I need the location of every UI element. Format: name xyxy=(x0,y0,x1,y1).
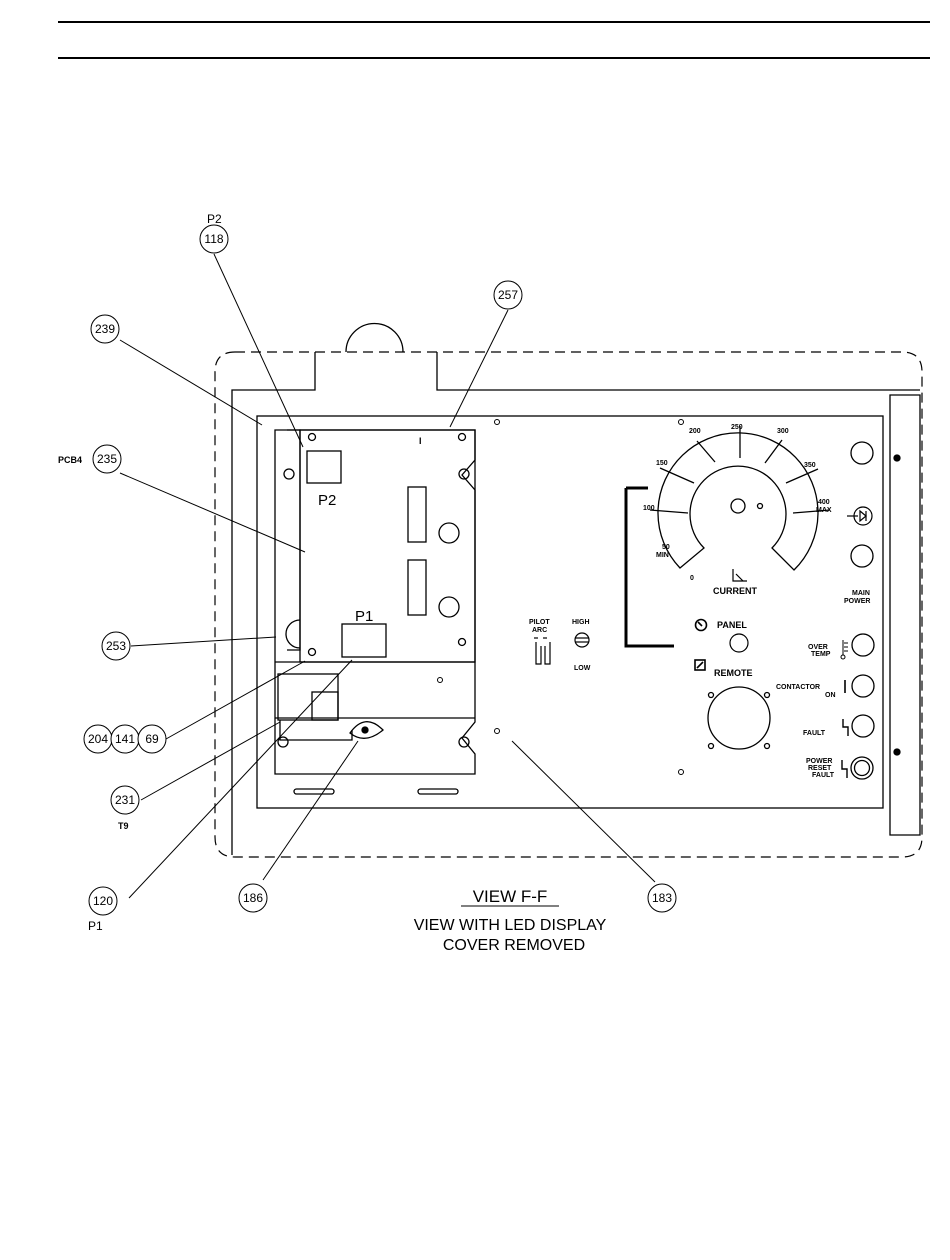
view-caption-line1: VIEW WITH LED DISPLAY xyxy=(414,917,607,934)
fault-icon xyxy=(843,719,848,736)
pilot-arc-label-line2: ARC xyxy=(532,627,547,634)
remote-label: REMOTE xyxy=(714,668,753,678)
dial-tick-max: MAX xyxy=(816,507,832,514)
callout-118-tag: P2 xyxy=(207,212,222,226)
callout-120-tag: P1 xyxy=(88,919,103,933)
dial-tick-350: 350 xyxy=(804,462,816,469)
indicator-column xyxy=(851,442,874,779)
callout-204-number: 204 xyxy=(88,732,108,746)
pilot-arc-label-line1: PILOT xyxy=(529,619,550,626)
callout-204: 204 xyxy=(84,725,112,753)
indicator-top xyxy=(851,442,873,464)
dial-tick-0: 0 xyxy=(690,575,694,582)
board-capacitor-2 xyxy=(439,597,459,617)
dial-tick-100: 100 xyxy=(643,505,655,512)
pilot-arc-icon xyxy=(534,638,550,664)
callout-120: 120 P1 xyxy=(88,887,117,933)
over-temp-label-line1: OVER xyxy=(808,644,828,651)
board-side-cutout xyxy=(286,620,300,648)
board-component-1 xyxy=(408,487,426,542)
callout-239-number: 239 xyxy=(95,322,115,336)
connector-p2-block xyxy=(307,451,341,483)
dial-tick-400: 400 xyxy=(818,499,830,506)
callout-257: 257 xyxy=(494,281,522,309)
over-temp-label-line2: TEMP xyxy=(811,651,831,658)
connector-p1-label: P1 xyxy=(355,608,373,625)
leader-lines xyxy=(120,254,655,898)
pcb4-circuit-board xyxy=(286,430,475,662)
dial-tick-200: 200 xyxy=(689,428,701,435)
callout-235-number: 235 xyxy=(97,452,117,466)
dial-tick-150: 150 xyxy=(656,460,668,467)
callout-231: 231 T9 xyxy=(111,786,139,831)
callout-183-number: 183 xyxy=(652,891,672,905)
board-marker: I xyxy=(419,436,422,446)
power-reset-fault-label-line3: FAULT xyxy=(812,772,835,779)
callout-253: 253 xyxy=(102,632,130,660)
transformer-t9 xyxy=(278,674,383,740)
current-dial xyxy=(626,426,830,646)
callout-183: 183 xyxy=(648,884,676,912)
fault-label: FAULT xyxy=(803,730,826,737)
thermometer-icon xyxy=(841,640,848,659)
panel-icon xyxy=(696,620,707,631)
panel-remote-selector xyxy=(730,634,748,652)
board-component-2 xyxy=(408,560,426,615)
callout-186-number: 186 xyxy=(243,891,263,905)
dial-knob xyxy=(731,499,745,513)
contactor-on-label-line1: CONTACTOR xyxy=(776,684,820,691)
callout-118: P2 118 xyxy=(200,212,228,253)
view-title: VIEW F-F xyxy=(473,887,548,906)
power-reset-fault-icon xyxy=(842,760,847,778)
callout-141-number: 141 xyxy=(115,732,135,746)
connector-p2-label: P2 xyxy=(318,492,336,509)
power-reset-fault-label-line1: POWER xyxy=(806,758,832,765)
contactor-on-lamp xyxy=(852,675,874,697)
remote-receptacle xyxy=(708,687,770,749)
callout-235: PCB4 235 xyxy=(58,445,121,473)
dial-tick-300: 300 xyxy=(777,428,789,435)
dial-tick-250: 250 xyxy=(731,424,743,431)
panel-label: PANEL xyxy=(717,620,747,630)
callout-141: 141 xyxy=(111,725,139,753)
callout-239: 239 xyxy=(91,315,119,343)
callout-186: 186 xyxy=(239,884,267,912)
led-cover-outline xyxy=(215,352,922,857)
current-label: CURRENT xyxy=(713,586,758,596)
callout-120-number: 120 xyxy=(93,894,113,908)
high-label: HIGH xyxy=(572,619,590,626)
callout-231-number: 231 xyxy=(115,793,135,807)
callout-235-tag: PCB4 xyxy=(58,455,82,465)
remote-icon xyxy=(695,660,705,670)
power-reset-fault-label-line2: RESET xyxy=(808,765,832,772)
dial-tick-50: 50 xyxy=(662,544,670,551)
callout-231-tag: T9 xyxy=(118,821,129,831)
contactor-on-label-line2: ON xyxy=(825,692,836,699)
callout-69-number: 69 xyxy=(145,732,159,746)
callout-118-number: 118 xyxy=(204,232,223,246)
low-label: LOW xyxy=(574,665,591,672)
dial-tick-min: MIN xyxy=(656,552,669,559)
view-caption-line2: COVER REMOVED xyxy=(443,937,585,954)
front-panel-plate xyxy=(257,416,883,808)
over-temp-lamp xyxy=(852,634,874,656)
main-power-label-line1: MAIN xyxy=(852,590,870,597)
main-power-lamp xyxy=(851,545,873,567)
high-low-switch xyxy=(575,633,589,647)
main-power-label-line2: POWER xyxy=(844,598,870,605)
current-icon xyxy=(733,569,747,581)
fault-lamp xyxy=(852,715,874,737)
connector-p1-block xyxy=(342,624,386,657)
board-capacitor-1 xyxy=(439,523,459,543)
callout-69: 69 xyxy=(138,725,166,753)
callout-253-number: 253 xyxy=(106,639,126,653)
callout-257-number: 257 xyxy=(498,288,518,302)
voltage-symbol-icon xyxy=(847,507,872,525)
